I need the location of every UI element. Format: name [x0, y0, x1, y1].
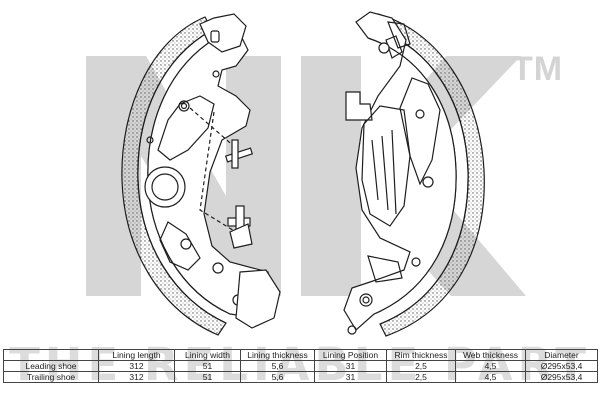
spec-table: Lining length Lining width Lining thickn…: [3, 349, 598, 383]
cell-diameter: Ø295x53,4: [525, 360, 598, 372]
table-header-row: Lining length Lining width Lining thickn…: [3, 349, 598, 361]
cell-lining-position: 31: [314, 360, 387, 372]
leading-shoe: [121, 13, 281, 336]
header-empty: [3, 349, 99, 361]
cell-lining-length: 312: [98, 360, 175, 372]
cell-lining-thickness: 5,6: [240, 371, 315, 383]
table-row: Trailing shoe 312 51 5,6 31 2,5 4,5 Ø295…: [3, 371, 598, 383]
cell-lining-position: 31: [314, 371, 387, 383]
cell-lining-length: 312: [98, 371, 175, 383]
trailing-shoe: [343, 11, 485, 337]
header-rim-thickness: Rim thickness: [386, 349, 456, 361]
trademark-mark: TM: [512, 50, 564, 88]
cell-web-thickness: 4,5: [455, 360, 526, 372]
header-web-thickness: Web thickness: [455, 349, 526, 361]
cell-diameter: Ø295x53,4: [525, 371, 598, 383]
row-label: Leading shoe: [3, 360, 99, 372]
cell-lining-thickness: 5,6: [240, 360, 315, 372]
cell-rim-thickness: 2,5: [386, 371, 456, 383]
cell-rim-thickness: 2,5: [386, 360, 456, 372]
row-label: Trailing shoe: [3, 371, 99, 383]
header-lining-thickness: Lining thickness: [240, 349, 315, 361]
brake-shoe-drawing: [121, 11, 485, 337]
header-diameter: Diameter: [525, 349, 598, 361]
header-lining-length: Lining length: [98, 349, 175, 361]
cell-lining-width: 51: [174, 371, 241, 383]
cell-web-thickness: 4,5: [455, 371, 526, 383]
header-lining-position: Lining Position: [314, 349, 387, 361]
cell-lining-width: 51: [174, 360, 241, 372]
header-lining-width: Lining width: [174, 349, 241, 361]
table-row: Leading shoe 312 51 5,6 31 2,5 4,5 Ø295x…: [3, 360, 598, 372]
